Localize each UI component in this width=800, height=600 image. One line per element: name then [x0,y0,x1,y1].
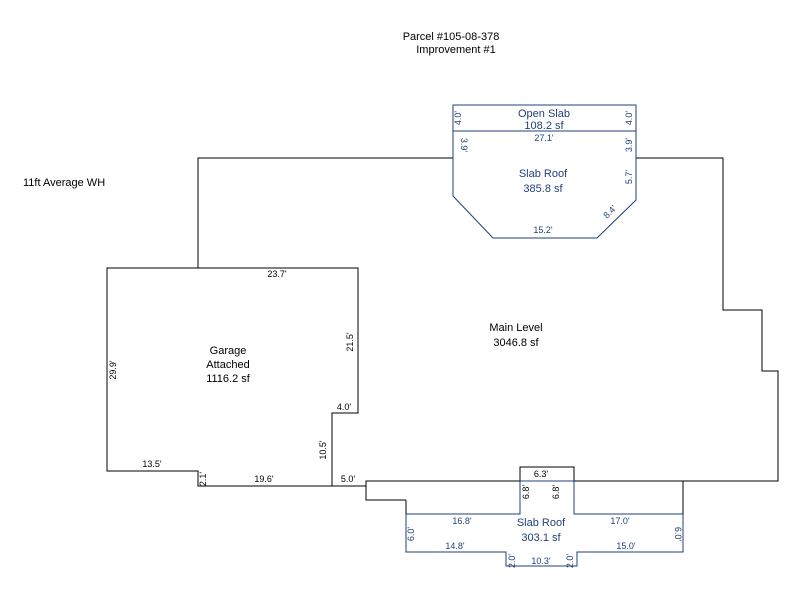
dim-bottom-right-vert: 6.0' [673,527,683,542]
dim-open-slab-bottom: 27.1' [534,133,554,143]
dim-garage-notch: 4.0' [337,402,352,412]
dim-bottom-tab-left: 2.0' [507,554,517,569]
main-level-outline-right [365,157,779,501]
main-level-outline [197,157,453,268]
parcel-number: Parcel #105-08-378 [403,31,500,43]
dim-slab-top-right: 3.9' [624,138,634,153]
wall-height-note: 11ft Average WH [23,177,105,189]
dim-bottom-right-low: 15.0' [616,541,636,551]
garage-outline [106,267,359,487]
dim-bump-left: 6.8' [521,485,531,500]
dim-garage-top: 23.7' [267,269,287,279]
dim-garage-left: 29.9' [108,360,118,380]
garage-name-line2: Attached [206,359,249,371]
dim-bottom-left-top: 16.8' [452,516,472,526]
main-level-name: Main Level [489,322,542,334]
dim-bump-right: 6.8' [551,485,561,500]
dim-open-slab-right: 4.0' [624,111,634,126]
dim-slab-top-diag: 8.4' [601,203,618,220]
improvement-number: Improvement #1 [416,44,495,56]
dim-garage-bottom: 13.5' [142,459,162,469]
dim-open-slab-left: 4.0' [453,111,463,126]
dim-garage-step: 2.1' [198,472,208,487]
open-slab-area: 108.2 sf [524,120,564,132]
dim-bottom-right-top: 17.0' [610,516,630,526]
dim-garage-bottom-mid: 19.6' [254,474,274,484]
garage-name-line1: Garage [210,345,247,357]
slab-roof-bottom-name: Slab Roof [517,517,566,529]
dim-bottom-tab-right: 2.0' [565,554,575,569]
dim-bottom-left-vert: 6.0' [406,527,416,542]
garage-area: 1116.2 sf [206,373,251,385]
dim-bottom-tab-bottom: 10.3' [531,556,551,566]
slab-roof-top-name: Slab Roof [519,168,568,180]
dim-main-step: 5.0' [341,474,356,484]
dim-slab-top-right-lower: 5.7' [624,170,634,185]
dim-slab-top-bottom: 15.2' [533,225,553,235]
slab-roof-top-area: 385.8 sf [523,183,563,195]
open-slab-name: Open Slab [518,108,570,120]
dim-garage-right: 21.5' [345,332,355,352]
dim-slab-top-left: 3.9' [459,138,469,153]
dim-garage-step-vert: 10.5' [318,440,328,460]
open-slab-outline [452,104,637,132]
slab-roof-bottom-area: 303.1 sf [521,532,561,544]
dim-bottom-left-low: 14.8' [445,541,465,551]
dim-bump-top: 6.3' [534,469,549,479]
main-level-area: 3046.8 sf [493,337,539,349]
slab-roof-top-outline [452,131,637,239]
slab-roof-bottom-outline [405,480,684,567]
